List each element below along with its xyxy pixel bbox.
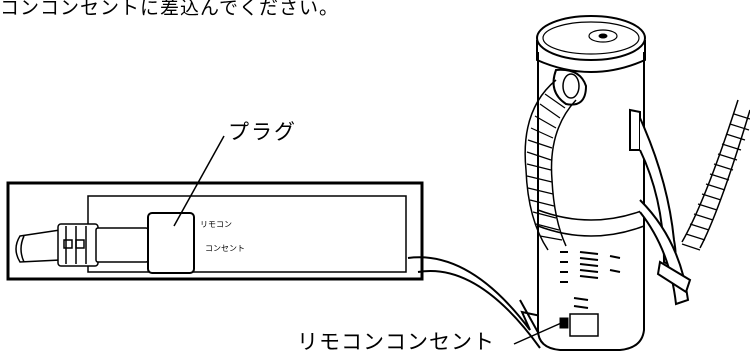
- plug-head: [147, 212, 195, 274]
- plug-neck: [95, 227, 149, 263]
- plug-label: プラグ: [228, 120, 297, 144]
- hose-left: [524, 79, 577, 251]
- cable: [15, 229, 61, 263]
- zoom-arrow: [407, 256, 563, 338]
- panel-outlet-label-line1: リモコン: [200, 220, 232, 229]
- instruction-text: コンコンセントに差込んでください。: [0, 0, 340, 19]
- carry-strap: [629, 108, 692, 306]
- vacuum-unit: [536, 15, 646, 351]
- inset-outer-frame: [6, 181, 424, 281]
- plug-illustration: [15, 212, 195, 274]
- plug-leader-line: [173, 135, 225, 227]
- hose-right: [681, 99, 750, 251]
- panel-outlet-label-line2: コンセント: [205, 244, 245, 253]
- outlet-leader-line: [513, 319, 569, 345]
- unit-outlet: [569, 313, 599, 337]
- remote-outlet-label: リモコンコンセント: [297, 330, 495, 354]
